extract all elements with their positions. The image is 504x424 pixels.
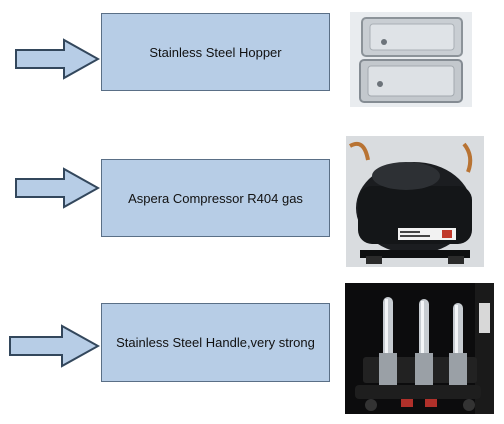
hopper-label: Stainless Steel Hopper [149, 44, 282, 60]
compressor-label-box: Aspera Compressor R404 gas [101, 159, 330, 237]
arrow-right-icon [15, 167, 100, 209]
dispensing-handles-photo [345, 283, 494, 414]
handle-label: Stainless Steel Handle,very strong [116, 335, 315, 350]
arrow-right-icon [9, 324, 100, 368]
black-compressor-photo [346, 136, 484, 267]
hopper-label-box: Stainless Steel Hopper [101, 13, 330, 91]
stainless-steel-hoppers-photo [350, 12, 472, 107]
arrow-right-icon [15, 38, 100, 80]
handle-label-box: Stainless Steel Handle,very strong [101, 303, 330, 382]
compressor-label: Aspera Compressor R404 gas [128, 190, 303, 206]
